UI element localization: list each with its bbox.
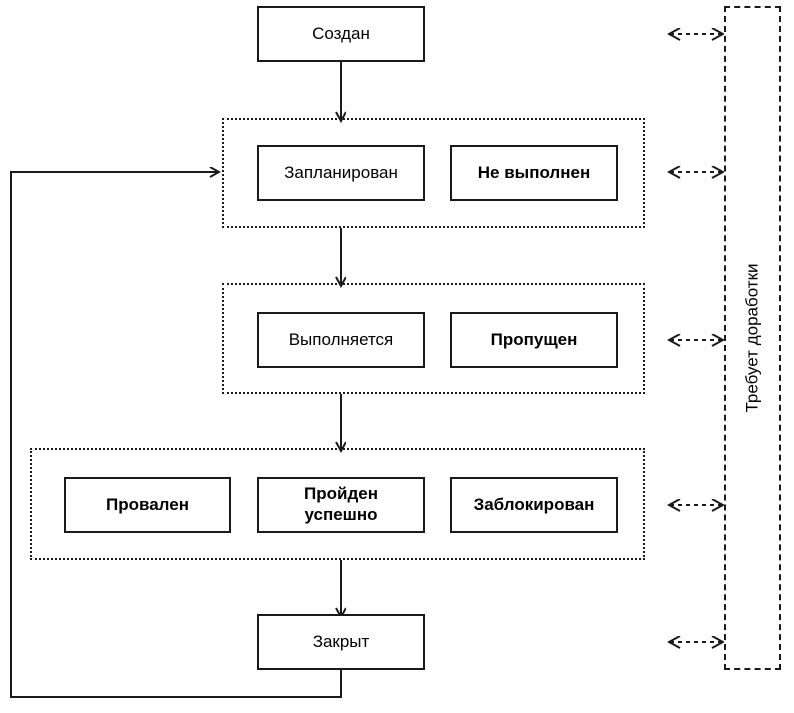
node-not-executed-label: Не выполнен <box>477 162 591 182</box>
node-failed-label: Провален <box>106 494 189 514</box>
node-closed-label: Закрыт <box>312 631 370 651</box>
node-failed[interactable]: Провален <box>64 477 231 533</box>
node-skipped-label: Пропущен <box>490 329 578 349</box>
node-passed-label: Пройден успешно <box>304 484 378 525</box>
node-planned[interactable]: Запланирован <box>257 145 425 201</box>
node-blocked[interactable]: Заблокирован <box>450 477 618 533</box>
requires-rework-label: Требует доработки <box>742 263 762 413</box>
node-not-executed[interactable]: Не выполнен <box>450 145 618 201</box>
node-passed-label-line1: Пройден <box>304 484 378 504</box>
node-blocked-label: Заблокирован <box>473 494 595 514</box>
node-created-label: Создан <box>312 23 370 43</box>
node-passed-label-line2: успешно <box>304 505 378 524</box>
group-requires-rework: Требует доработки <box>724 6 781 670</box>
node-skipped[interactable]: Пропущен <box>450 312 618 368</box>
node-planned-label: Запланирован <box>284 162 398 182</box>
node-in-progress-label: Выполняется <box>288 329 394 349</box>
node-closed[interactable]: Закрыт <box>257 614 425 670</box>
node-passed[interactable]: Пройден успешно <box>257 477 425 533</box>
node-created[interactable]: Создан <box>257 6 425 62</box>
node-in-progress[interactable]: Выполняется <box>257 312 425 368</box>
